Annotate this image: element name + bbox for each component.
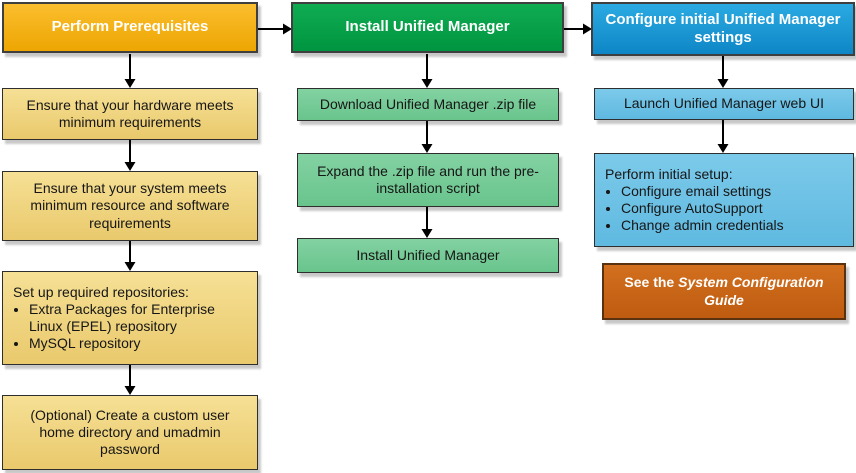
note-italic-title: System Configuration Guide <box>678 274 824 308</box>
list-item: Configure AutoSupport <box>621 200 784 217</box>
configure-header-box: Configure initial Unified Manager settin… <box>591 2 855 56</box>
hardware-requirements-box: Ensure that your hardware meets minimum … <box>2 88 258 140</box>
note-text: See the System Configuration Guide <box>624 274 824 308</box>
launch-web-ui-box: Launch Unified Manager web UI <box>594 88 854 120</box>
expand-zip-box: Expand the .zip file and run the pre-ins… <box>297 153 559 207</box>
step-text: Expand the .zip file and run the pre-ins… <box>317 162 539 196</box>
install-header-box: Install Unified Manager <box>291 2 564 53</box>
header-label: Perform Prerequisites <box>51 18 209 36</box>
step-text: Download Unified Manager .zip file <box>319 95 537 112</box>
download-zip-box: Download Unified Manager .zip file <box>297 88 559 121</box>
list-item: Change admin credentials <box>621 217 784 234</box>
install-um-box: Install Unified Manager <box>297 238 559 273</box>
header-label: Configure initial Unified Manager settin… <box>605 10 841 46</box>
optional-home-directory-box: (Optional) Create a custom user home dir… <box>2 395 258 470</box>
system-configuration-guide-note: See the System Configuration Guide <box>602 263 846 320</box>
header-label: Install Unified Manager <box>345 18 510 36</box>
step-text: Ensure that your system meets minimum re… <box>30 180 230 231</box>
list-item: MySQL repository <box>29 335 249 352</box>
list-intro: Set up required repositories: <box>13 283 189 300</box>
list-intro: Perform initial setup: <box>605 165 733 182</box>
step-text: Ensure that your hardware meets minimum … <box>26 96 234 130</box>
initial-setup-box: Perform initial setup: Configure email s… <box>594 153 854 247</box>
list-item: Configure email settings <box>621 183 784 200</box>
step-text: (Optional) Create a custom user home dir… <box>30 406 230 458</box>
step-text: Install Unified Manager <box>356 246 500 263</box>
step-text: Launch Unified Manager web UI <box>623 95 824 112</box>
repositories-box: Set up required repositories: Extra Pack… <box>2 271 258 365</box>
system-requirements-box: Ensure that your system meets minimum re… <box>2 171 258 241</box>
prerequisites-header-box: Perform Prerequisites <box>2 2 258 53</box>
bullet-list: Configure email settings Configure AutoS… <box>605 183 784 234</box>
bullet-list: Extra Packages for Enterprise Linux (EPE… <box>13 301 249 352</box>
list-item: Extra Packages for Enterprise Linux (EPE… <box>29 301 249 335</box>
